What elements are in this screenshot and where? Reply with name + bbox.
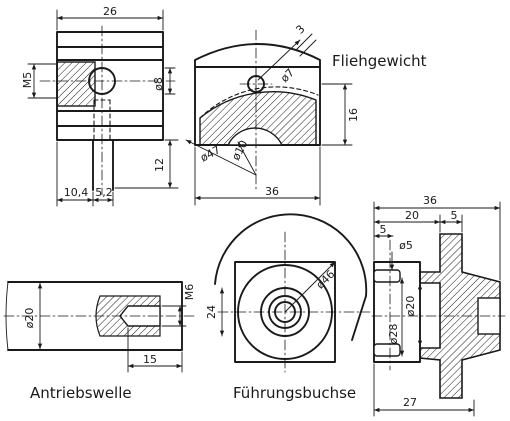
dim-section-5a: 5 (380, 223, 387, 236)
fuehrungsbuchse-section-view: 36 20 5 5 ø5 ø20 ø28 27 (371, 194, 506, 417)
buchse-arc-end (351, 295, 367, 341)
dim-10-4: 10,4 (64, 186, 89, 199)
dim-shaft-d20: ø20 (23, 308, 36, 329)
dim-d8: ø8 (152, 77, 165, 91)
fliehgewicht-side-view: ø47 ø10 ø7 3 16 36 Fliehgewicht (185, 22, 427, 206)
dim-section-36: 36 (423, 194, 437, 207)
dim-section-27: 27 (403, 396, 417, 409)
side-outline (194, 43, 321, 146)
dim-section-d20: ø20 (404, 296, 417, 317)
caption-fuehrungsbuchse: Führungsbuchse (233, 384, 356, 402)
buchse-outer-arc (214, 213, 368, 297)
dim-3: 3 (293, 22, 307, 36)
dim-section-d5: ø5 (399, 239, 413, 252)
dim-5-2: 5,2 (95, 186, 113, 199)
dim-d47: ø47 (198, 143, 222, 164)
dim-16: 16 (347, 108, 360, 122)
side-hub-cutout (226, 127, 284, 146)
fuehrungsbuchse-front-view: ø46 24 Führungsbuchse (205, 213, 371, 402)
section-top-hole (373, 269, 401, 283)
section-bottom-hole (373, 343, 401, 357)
dim-buchse-d46: ø46 (314, 268, 338, 292)
dim-12: 12 (153, 158, 166, 172)
side-hatch-sector (199, 91, 317, 146)
dim-section-d28: ø28 (387, 324, 400, 345)
dim-section-20: 20 (405, 209, 419, 222)
dim-26: 26 (103, 5, 117, 18)
dim-m5: M5 (21, 72, 34, 89)
dim-buchse-24: 24 (205, 305, 218, 319)
caption-antriebswelle: Antriebswelle (30, 384, 132, 402)
caption-fliehgewicht: Fliehgewicht (332, 52, 427, 70)
side-hidden-arc (199, 86, 319, 119)
fliehgewicht-front-view: 26 M5 ø8 12 10,4 5,2 (21, 5, 179, 207)
dim-36-side: 36 (265, 185, 279, 198)
dim-section-5b: 5 (451, 209, 458, 222)
dim-shaft-m6: M6 (183, 284, 196, 301)
antriebswelle-view: ø20 M6 15 Antriebswelle (3, 281, 196, 402)
dim-shaft-15: 15 (143, 353, 157, 366)
dim-d7: ø7 (278, 66, 297, 85)
